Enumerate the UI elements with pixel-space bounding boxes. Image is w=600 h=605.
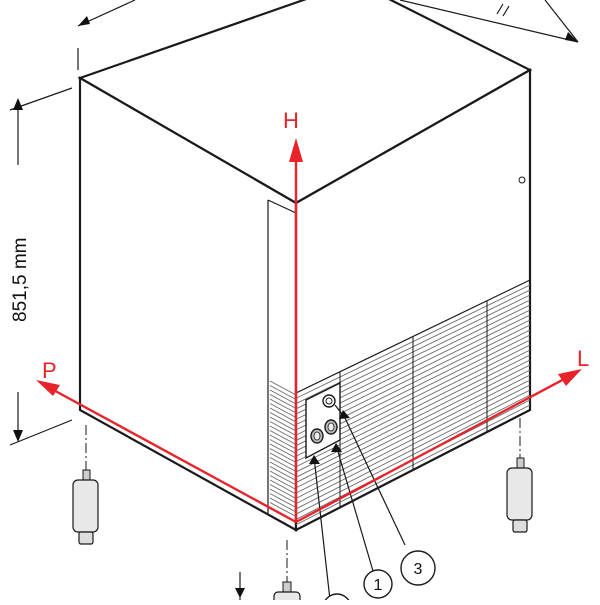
dimension-height (9, 87, 73, 446)
callout-2: 2 (322, 593, 352, 605)
height-dimension-label: 851,5 mm (10, 238, 31, 322)
callout-leaders (313, 404, 406, 601)
length-axis-line (295, 375, 569, 524)
grille-slat (269, 475, 297, 490)
axis-arrows (47, 158, 569, 524)
grille-slat (269, 484, 297, 499)
fitting-1 (324, 419, 338, 435)
grille-slat (269, 493, 297, 508)
callout-1-number: 1 (374, 577, 383, 594)
grille-slat (269, 403, 297, 418)
grille-slat (269, 466, 297, 481)
connection-plate (305, 381, 342, 464)
grille-slat (269, 416, 297, 432)
grille-slat (269, 497, 297, 513)
dimension-top (77, 0, 579, 70)
grille-slat (269, 389, 297, 405)
grille-slat (269, 394, 297, 409)
callout-3-number: 3 (414, 561, 423, 578)
grille-slat (269, 488, 297, 504)
grille-slat (269, 425, 297, 441)
foot-front (235, 540, 301, 605)
grille-slat (269, 502, 297, 517)
grille-slat (269, 439, 297, 454)
grille-slat (269, 470, 297, 486)
grille-slat (269, 434, 297, 450)
depth-axis-line (47, 385, 297, 524)
grille-slat (269, 412, 297, 427)
depth-arrowhead (36, 380, 60, 396)
fitting-2 (310, 428, 324, 444)
grille-slat (269, 461, 297, 477)
length-axis-label: L (577, 346, 589, 371)
grille-slat (269, 421, 297, 436)
grille-slat (269, 430, 297, 445)
callout-3: 3 (400, 550, 436, 586)
fitting-3 (322, 394, 336, 408)
length-arrowhead (558, 369, 582, 386)
ventilation-grille-left (269, 380, 297, 517)
height-arrowhead (289, 138, 303, 162)
grille-slat (269, 479, 297, 495)
foot-left (72, 425, 99, 545)
depth-axis-label: P (42, 358, 57, 383)
grille-slat (269, 452, 297, 468)
height-axis-label: H (283, 108, 299, 133)
grille-slat (269, 398, 297, 414)
grille-slat (269, 457, 297, 472)
grille-slat (269, 385, 297, 400)
grille-slat (269, 380, 297, 396)
callout-1: 1 (363, 569, 393, 599)
grille-slat (269, 443, 297, 459)
grille-slat (269, 407, 297, 423)
foot-right (506, 418, 533, 533)
grille-slat (269, 448, 297, 463)
